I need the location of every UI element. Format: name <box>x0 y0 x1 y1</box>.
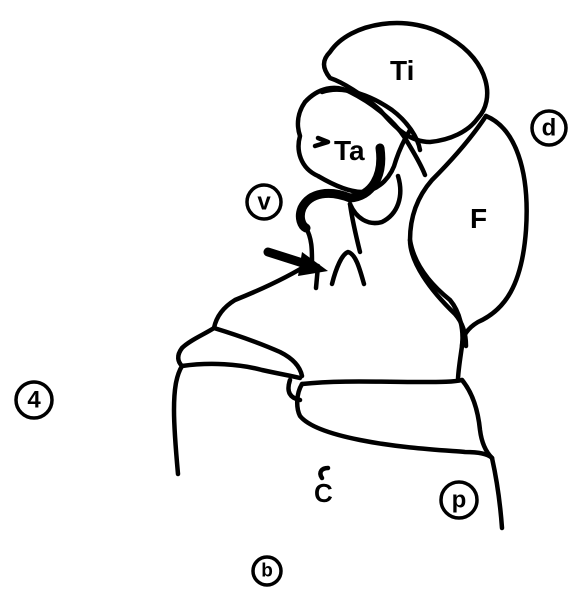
panel-label: b <box>261 561 273 582</box>
femur-label: F <box>470 203 487 234</box>
tibia-label: Ti <box>390 55 414 86</box>
coxa-lip-top <box>178 328 214 366</box>
coxa-mark <box>320 468 328 478</box>
figure-number-label: 4 <box>27 387 41 414</box>
coxa-left-edge <box>174 366 182 474</box>
posterior-label: p <box>452 487 467 514</box>
dorsal-label: d <box>542 115 557 142</box>
coxa-right-edge <box>492 458 502 528</box>
coxa-label: C <box>314 478 333 508</box>
trunk-left <box>214 262 312 328</box>
trunk-right <box>410 240 463 380</box>
ventral-label: v <box>257 189 271 216</box>
trochanter-top <box>302 380 462 384</box>
dorsal-marker: d <box>532 111 566 145</box>
figure-number-marker: 4 <box>16 382 52 418</box>
tarsus-notch <box>315 138 328 146</box>
coxa-lip-band <box>182 364 300 378</box>
trochanter-right <box>462 380 492 458</box>
ventral-marker: v <box>247 185 281 219</box>
posterior-marker: p <box>441 482 477 518</box>
panel-marker: b <box>253 557 281 585</box>
tarsus-label: Ta <box>334 135 365 166</box>
trochanter-outline <box>297 384 492 458</box>
pointed-process <box>332 252 364 284</box>
